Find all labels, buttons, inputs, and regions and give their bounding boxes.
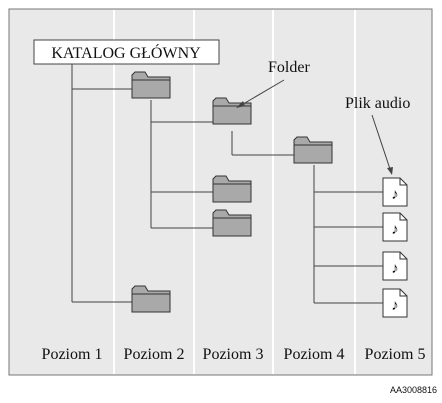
audio-file-4-corner-fold — [399, 289, 407, 297]
root-directory-box: KATALOG GŁÓWNY — [33, 39, 220, 65]
audio-file-4-icon: ♪ — [382, 288, 408, 318]
level-labels: Poziom 1 Poziom 2 Poziom 3 Poziom 4 Pozi… — [42, 346, 426, 363]
tree-connectors — [71, 63, 383, 304]
folder-callout-arrow-line — [237, 79, 285, 108]
folder-level-3-c-icon — [212, 209, 252, 237]
folder-level-4-shape — [293, 136, 333, 164]
level-label-2: Poziom 2 — [124, 346, 185, 363]
audio-file-2-corner-fold — [399, 213, 407, 221]
level-label-5: Poziom 5 — [365, 346, 426, 363]
audio-file-3-music-note-icon: ♪ — [391, 261, 399, 277]
audio-files: ♪ ♪ ♪ ♪ — [382, 177, 408, 318]
audio-file-2-icon: ♪ — [382, 212, 408, 242]
audio-file-2-music-note-icon: ♪ — [391, 222, 399, 238]
root-directory-label: KATALOG GŁÓWNY — [51, 43, 201, 62]
folder-callout: Folder — [236, 59, 310, 108]
folder-level-3-b-icon — [212, 175, 252, 203]
folder-callout-arrowhead — [236, 101, 245, 108]
level-label-4: Poziom 4 — [284, 346, 345, 363]
audio-file-3-corner-fold — [399, 252, 407, 260]
file-callout-arrow-line — [371, 114, 392, 173]
folder-callout-label: Folder — [268, 59, 310, 76]
reference-code: AA3008816 — [390, 385, 437, 395]
file-callout: Plik audio — [345, 95, 410, 175]
folder-level-3-b-shape — [212, 175, 252, 203]
audio-file-3-icon: ♪ — [382, 251, 408, 281]
folder-level-2-b-icon — [131, 285, 171, 313]
audio-file-1-corner-fold — [399, 178, 407, 186]
audio-file-4-music-note-icon: ♪ — [391, 298, 399, 314]
level-label-1: Poziom 1 — [42, 346, 103, 363]
audio-file-1-music-note-icon: ♪ — [391, 187, 399, 203]
file-callout-label: Plik audio — [345, 95, 410, 112]
file-callout-arrowhead — [387, 167, 393, 175]
folder-level-3-c-shape — [212, 209, 252, 237]
folder-level-2-a-icon — [131, 71, 171, 99]
folder-level-2-a-shape — [131, 71, 171, 99]
level-label-3: Poziom 3 — [203, 346, 264, 363]
folder-level-4-icon — [293, 136, 333, 164]
folder-level-2-b-shape — [131, 285, 171, 313]
audio-file-1-icon: ♪ — [382, 177, 408, 207]
root-directory-frame — [33, 39, 220, 65]
